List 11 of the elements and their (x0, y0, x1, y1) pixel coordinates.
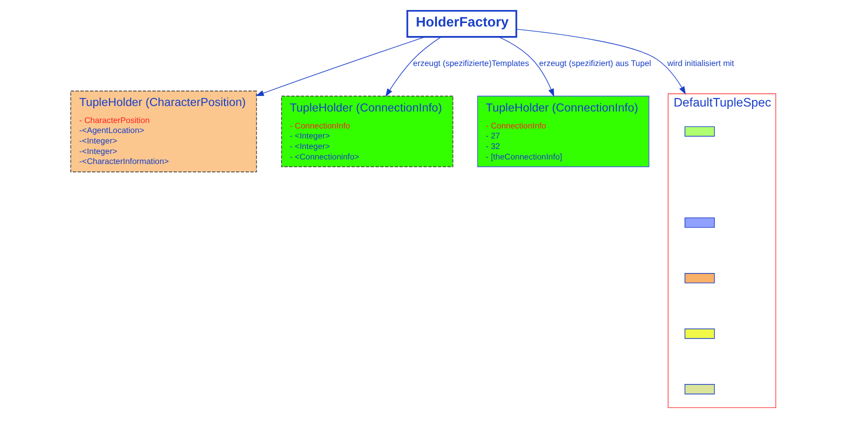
node-bar (684, 328, 715, 339)
node-bar (684, 217, 715, 228)
arrow (516, 28, 686, 95)
node-bar (684, 384, 715, 394)
node-box: HolderFactory (406, 10, 518, 38)
arrow (385, 36, 442, 97)
arrow (256, 36, 426, 96)
arrow (498, 36, 554, 97)
node-bar (684, 126, 715, 137)
cluster: DefaultTupleSpec (668, 93, 776, 408)
node-bar (684, 273, 715, 284)
